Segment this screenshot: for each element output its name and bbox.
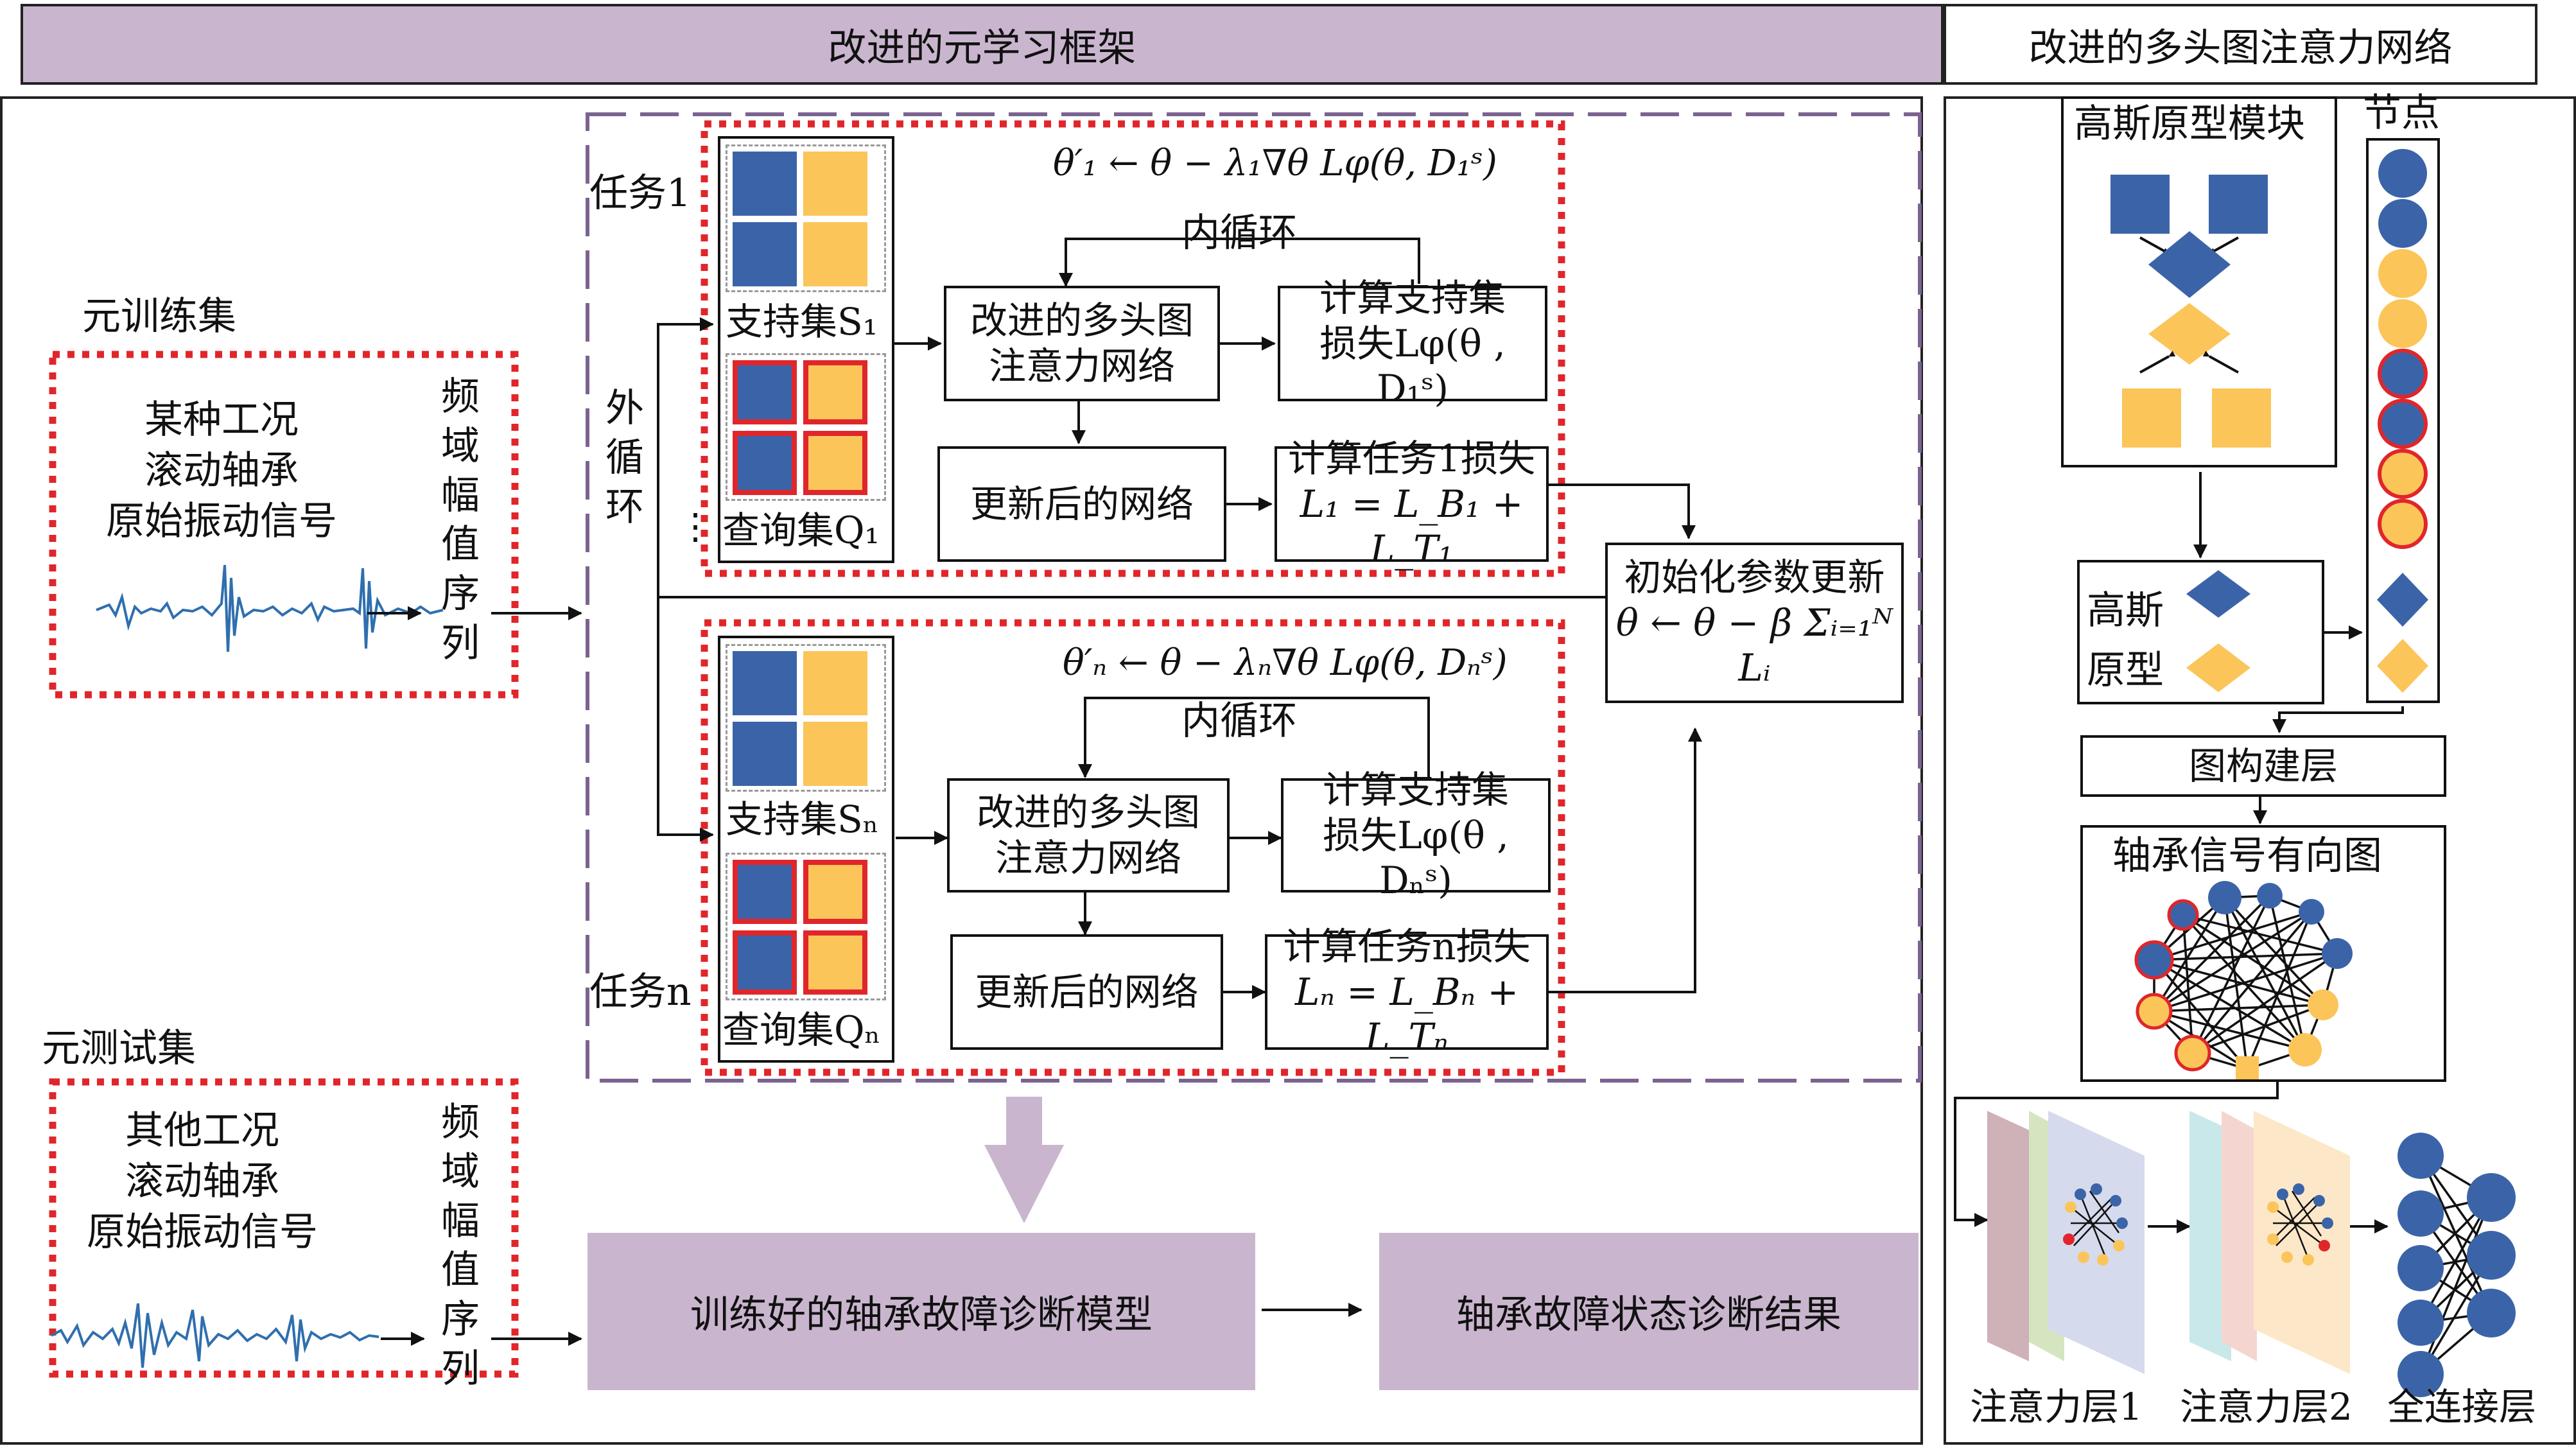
directed-graph-title: 轴承信号有向图 [2112, 833, 2382, 878]
taskn-updated-network-box: 更新后的网络 [950, 934, 1223, 1050]
gauss-proto-text: 高斯 原型 [2087, 581, 2164, 701]
task1-support-loss-line-1: 计算支持集 [1319, 275, 1506, 320]
meta-test-line-1: 其他工况 [125, 1108, 279, 1153]
task1-task-loss-line-2: L₁ = L_B₁ + L_T₁ [1300, 482, 1524, 571]
task1-support-loss-line-2: 损失Lφ(θ , D₁ˢ) [1319, 321, 1506, 411]
task1-task-loss-line-1: 计算任务1损失 [1288, 436, 1535, 480]
prototype-module-title: 高斯原型模块 [2074, 101, 2305, 146]
graph-layer-box: 图构建层 [2080, 735, 2446, 797]
train-waveform [96, 564, 444, 652]
attention-layer-2-graphic [2189, 1111, 2350, 1374]
taskn-inner-loop-label: 内循环 [1181, 699, 1297, 744]
task1-updated-network-box: 更新后的网络 [937, 446, 1226, 562]
task1-query-set-label: 查询集Q₁ [722, 509, 880, 552]
task1-query-grid [726, 353, 886, 501]
task1-label: 任务1 [589, 171, 692, 216]
taskn-update-equation: θ′ₙ ← θ − λₙ∇θ Lφ(θ, Dₙˢ) [1063, 642, 1508, 684]
attention-layer-2-label: 注意力层2 [2180, 1385, 2353, 1429]
right-header-title: 改进的多头图注意力网络 [2028, 25, 2453, 71]
taskn-box [701, 619, 1565, 1076]
gauss-proto-line-1: 高斯 [2087, 588, 2164, 633]
trained-model-box: 训练好的轴承故障诊断模型 [587, 1233, 1255, 1390]
fully-connected-graphic [2398, 1133, 2516, 1397]
param-update-title: 初始化参数更新 [1624, 555, 1885, 599]
meta-test-line-2: 滚动轴承 [125, 1159, 279, 1205]
fully-connected-label: 全连接层 [2387, 1385, 2537, 1429]
task1-support-loss-box: 计算支持集 损失Lφ(θ , D₁ˢ) [1278, 276, 1547, 410]
taskn-support-set-label: 支持集Sₙ [726, 797, 879, 841]
trained-model-label: 训练好的轴承故障诊断模型 [690, 1293, 1153, 1337]
directed-graph-box [2080, 825, 2446, 1082]
taskn-support-grid [726, 644, 886, 792]
nodes-column [2377, 149, 2428, 693]
diagnosis-result-box: 轴承故障状态诊断结果 [1379, 1233, 1919, 1390]
meta-train-line-3: 原始振动信号 [106, 499, 337, 544]
task1-box [701, 120, 1565, 577]
left-main-frame [0, 96, 1923, 1445]
gauss-proto-line-2: 原型 [2087, 648, 2164, 693]
meta-train-line-1: 某种工况 [144, 397, 299, 442]
outer-loop-label: 外循环 [605, 386, 644, 530]
meta-test-box [49, 1078, 519, 1378]
meta-train-signal-text: 某种工况 滚动轴承 原始振动信号 [64, 395, 379, 548]
taskn-network-box: 改进的多头图 注意力网络 [947, 778, 1230, 893]
right-header: 改进的多头图注意力网络 [1944, 4, 2537, 85]
param-update-formula: θ ← θ − β Σᵢ₌₁ᴺ Lᵢ [1615, 600, 1893, 690]
taskn-query-grid [726, 853, 886, 1000]
outer-loop-frame [586, 112, 1922, 1083]
param-update-box: 初始化参数更新 θ ← θ − β Σᵢ₌₁ᴺ Lᵢ [1605, 543, 1904, 703]
taskn-support-loss-line-1: 计算支持集 [1322, 767, 1509, 812]
taskn-network-line-2: 注意力网络 [995, 836, 1181, 880]
task1-update-equation: θ′₁ ← θ − λ₁∇θ Lφ(θ, D₁ˢ) [1053, 143, 1497, 184]
nodes-title: 节点 [2363, 91, 2440, 135]
task1-network-box: 改进的多头图 注意力网络 [944, 286, 1220, 401]
prototype-module-box [2061, 96, 2337, 467]
diagnosis-result-label: 轴承故障状态诊断结果 [1456, 1293, 1841, 1337]
taskn-support-loss-box: 计算支持集 损失Lφ(θ , Dₙˢ) [1281, 768, 1551, 902]
meta-train-line-2: 滚动轴承 [144, 448, 299, 494]
taskn-label: 任务n [589, 970, 692, 1015]
meta-train-title: 元训练集 [82, 294, 236, 339]
meta-test-spectrum-label: 频域幅值序列 [441, 1100, 480, 1391]
attention-layer-1-label: 注意力层1 [1970, 1385, 2143, 1429]
task1-network-line-1: 改进的多头图 [970, 299, 1194, 343]
task1-support-set-label: 支持集S₁ [726, 300, 878, 344]
meta-test-signal-text: 其他工况 滚动轴承 原始振动信号 [64, 1106, 340, 1259]
meta-test-line-3: 原始振动信号 [87, 1210, 318, 1255]
graph-layer-label: 图构建层 [2188, 744, 2338, 788]
meta-train-box [49, 351, 519, 699]
left-header: 改进的元学习框架 [21, 4, 1944, 85]
test-waveform [51, 1303, 379, 1368]
attention-layer-1-graphic [1987, 1111, 2145, 1374]
meta-train-spectrum-label: 频域幅值序列 [441, 374, 480, 666]
task1-task-loss-box: 计算任务1损失 L₁ = L_B₁ + L_T₁ [1275, 437, 1549, 571]
taskn-updated-network-label: 更新后的网络 [975, 970, 1199, 1014]
task-ellipsis: ⋮ [677, 506, 713, 548]
gauss-proto-box [2077, 560, 2324, 704]
taskn-task-loss-line-1: 计算任务n损失 [1283, 924, 1531, 968]
task1-network-line-2: 注意力网络 [988, 344, 1175, 388]
task1-updated-network-label: 更新后的网络 [970, 482, 1194, 526]
task1-support-grid [726, 144, 886, 292]
nodes-box [2366, 138, 2440, 703]
left-header-title: 改进的元学习框架 [828, 25, 1136, 71]
taskn-network-line-1: 改进的多头图 [976, 790, 1200, 835]
taskn-task-loss-line-2: Lₙ = L_Bₙ + L_Tₙ [1294, 970, 1519, 1059]
meta-test-title: 元测试集 [42, 1026, 196, 1071]
taskn-query-set-label: 查询集Qₙ [722, 1008, 881, 1052]
directed-graph-nodes [2134, 881, 2353, 1079]
directed-graph-edges [2153, 894, 2338, 1070]
taskn-task-loss-box: 计算任务n损失 Lₙ = L_Bₙ + L_Tₙ [1265, 925, 1549, 1059]
task1-inner-loop-label: 内循环 [1181, 211, 1297, 256]
taskn-support-loss-line-2: 损失Lφ(θ , Dₙˢ) [1323, 813, 1509, 903]
